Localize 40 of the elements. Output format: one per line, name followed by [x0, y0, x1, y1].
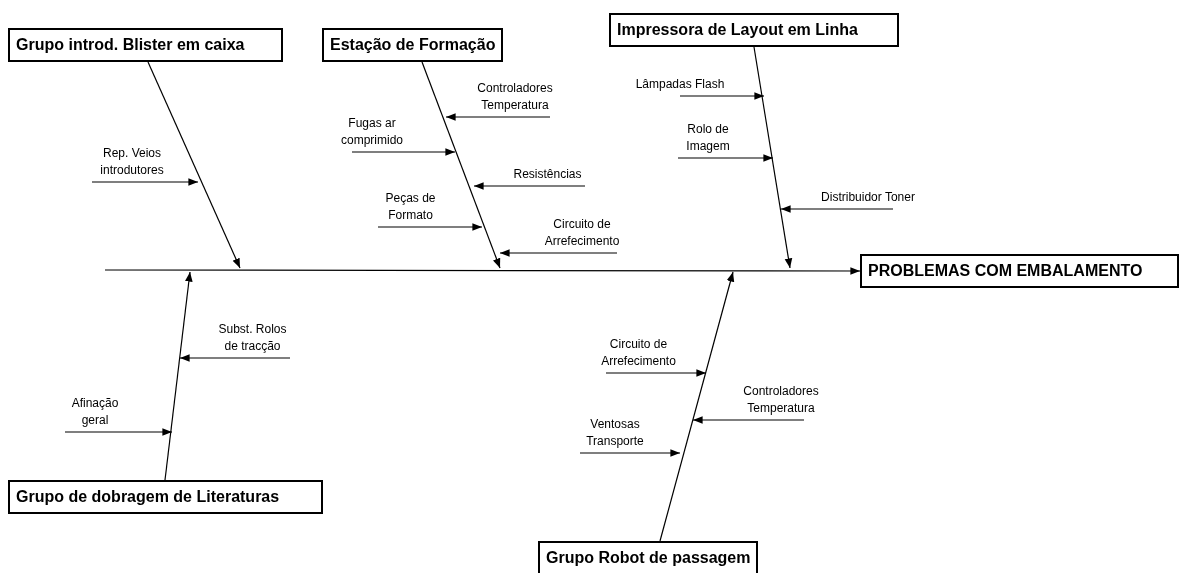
arrow	[64, 428, 173, 436]
arrow	[677, 154, 774, 162]
arrow	[164, 271, 193, 481]
category-box: Grupo introd. Blister em caixa	[8, 28, 283, 62]
arrow	[445, 113, 551, 121]
cause-label: Circuito de Arrefecimento	[596, 336, 681, 370]
cause-label: Controladores Temperatura	[475, 80, 555, 114]
cause-label: Rolo de Imagem	[678, 121, 738, 155]
arrow	[421, 61, 501, 269]
arrow	[473, 182, 586, 190]
arrow	[147, 61, 241, 269]
arrow	[104, 267, 861, 275]
arrow	[377, 223, 483, 231]
arrow	[780, 205, 894, 213]
arrow	[579, 449, 681, 457]
arrow	[753, 46, 793, 269]
cause-label: Peças de Formato	[378, 190, 443, 224]
cause-label: Rep. Veios introdutores	[92, 145, 172, 179]
cause-label: Afinação geral	[65, 395, 125, 429]
arrow	[179, 354, 291, 362]
cause-label: Subst. Rolos de tracção	[215, 321, 290, 355]
arrow	[679, 92, 765, 100]
arrow	[351, 148, 456, 156]
cause-label: Fugas ar comprimido	[337, 115, 407, 149]
arrow	[659, 271, 735, 542]
cause-label: Controladores Temperatura	[736, 383, 826, 417]
category-box: Estação de Formação	[322, 28, 504, 62]
arrow	[91, 178, 199, 186]
category-box: Impressora de Layout em Linha	[609, 13, 899, 47]
cause-label: Distribuidor Toner	[818, 189, 918, 206]
arrow	[499, 249, 618, 257]
cause-label: Circuito de Arrefecimento	[537, 216, 627, 250]
effect-box: PROBLEMAS COM EMBALAMENTO	[860, 254, 1179, 288]
cause-label: Lâmpadas Flash	[635, 76, 725, 93]
arrow	[605, 369, 707, 377]
arrow	[692, 416, 805, 424]
cause-label: Resistências	[510, 166, 585, 183]
cause-label: Ventosas Transporte	[580, 416, 650, 450]
category-box: Grupo Robot de passagem	[538, 541, 759, 573]
category-box: Grupo de dobragem de Literaturas	[8, 480, 323, 514]
